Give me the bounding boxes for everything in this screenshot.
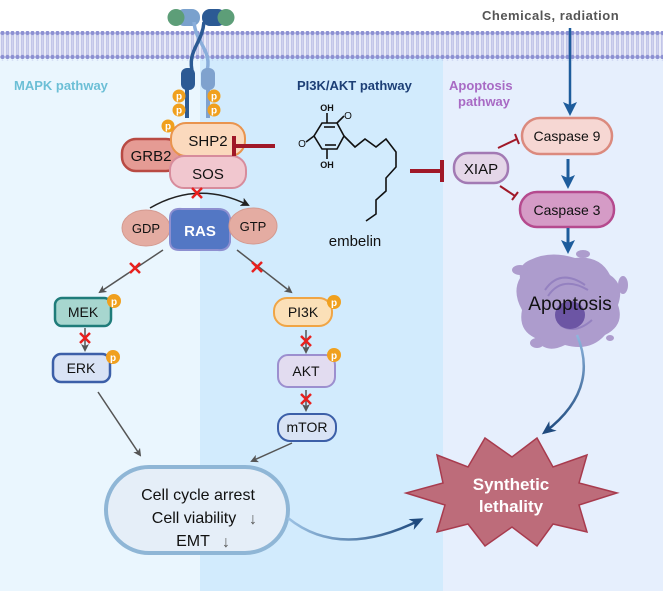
block-x-icon: [251, 261, 263, 273]
xiap-label: XIAP: [464, 161, 498, 178]
caspase9-node[interactable]: Caspase 9: [520, 116, 614, 156]
gtp-node[interactable]: GTP: [228, 207, 278, 245]
phospho-icon: p: [207, 89, 221, 103]
phospho-icon: p: [207, 103, 221, 117]
lipid-bilayer: [0, 31, 663, 61]
apoptosis-pathway-title-line1: Apoptosis: [449, 78, 513, 93]
caspase9-label: Caspase 9: [534, 128, 601, 144]
oh-top-label: OH: [320, 103, 334, 113]
akt-label: AKT: [292, 363, 320, 379]
synthetic-lethality-line2: lethality: [479, 497, 544, 516]
svg-text:p: p: [110, 353, 116, 364]
sos-node[interactable]: SOS: [169, 155, 247, 189]
shp2-label: SHP2: [188, 133, 227, 150]
outcome-lethality-arrow: [287, 517, 424, 541]
pi3k-pathway-title: PI3K/AKT pathway: [297, 78, 413, 93]
phospho-sites-receptor: p p p p: [172, 89, 221, 117]
block-x-icon: [300, 335, 312, 347]
svg-text:p: p: [211, 106, 217, 117]
emt-text: EMT: [176, 533, 210, 550]
ras-node[interactable]: RAS: [169, 207, 231, 252]
mtor-outcome-arrow: [250, 442, 293, 463]
phospho-icon: p: [106, 350, 120, 364]
svg-text:p: p: [211, 92, 217, 103]
embelin-structure: [305, 113, 397, 222]
mek-node[interactable]: MEK: [53, 296, 113, 328]
block-x-icon: [129, 262, 141, 274]
svg-text:p: p: [176, 106, 182, 117]
svg-text:p: p: [331, 351, 337, 362]
inhibition-xiap-caspase3: [499, 185, 519, 201]
apoptosis-label: Apoptosis: [528, 294, 611, 315]
stimulus-label: Chemicals, radiation: [482, 8, 619, 23]
block-x-icon: [79, 332, 91, 344]
inhibition-embelin-shp2: [232, 136, 275, 156]
xiap-node[interactable]: XIAP: [452, 151, 510, 185]
block-x-icon: [300, 393, 312, 405]
phospho-icon: p: [327, 348, 341, 362]
mapk-pathway-title: MAPK pathway: [14, 78, 109, 93]
caspase3-node[interactable]: Caspase 3: [518, 190, 616, 229]
pi3k-label: PI3K: [288, 304, 319, 320]
ras-pi3k-arrow: [236, 249, 293, 294]
erk-outcome-arrow: [97, 391, 142, 457]
gtp-label: GTP: [240, 219, 267, 234]
cellular-outcomes-box: Cell cycle arrest Cell viability ↓ EMT ↓: [104, 465, 290, 555]
phospho-icon: p: [327, 295, 341, 309]
oh-bottom-label: OH: [320, 160, 334, 170]
mek-label: MEK: [68, 304, 99, 320]
inhibition-xiap-caspase9: [497, 133, 520, 149]
erk-node[interactable]: ERK: [51, 352, 112, 384]
down-arrow-icon: ↓: [249, 511, 257, 528]
apoptosis-lethality-arrow: [541, 334, 585, 435]
apoptosis-pathway-title-line2: pathway: [458, 94, 511, 109]
phospho-icon: p: [161, 119, 175, 133]
akt-node[interactable]: AKT: [277, 354, 336, 388]
pi3k-node[interactable]: PI3K: [273, 297, 333, 327]
shp2-node[interactable]: SHP2: [170, 122, 246, 157]
svg-text:p: p: [331, 298, 337, 309]
synthetic-lethality-badge: Synthetic lethality: [403, 436, 620, 548]
svg-text:p: p: [111, 297, 117, 308]
svg-text:p: p: [165, 122, 171, 133]
cell-viability-text: Cell viability: [152, 510, 236, 527]
inhibition-embelin-xiap: [410, 160, 444, 182]
phospho-icon: p: [172, 89, 186, 103]
embelin-label: embelin: [329, 233, 382, 250]
gdp-label: GDP: [132, 221, 160, 236]
gdp-node[interactable]: GDP: [121, 209, 171, 247]
mtor-node[interactable]: mTOR: [277, 413, 337, 442]
sos-label: SOS: [192, 166, 224, 183]
block-x-icon: [191, 187, 203, 199]
o-right-label: O: [344, 111, 352, 122]
phospho-icon: p: [107, 294, 121, 308]
grb2-label: GRB2: [131, 148, 172, 165]
apoptotic-cell-icon: [512, 250, 628, 349]
synthetic-lethality-line1: Synthetic: [473, 475, 550, 494]
ras-label: RAS: [184, 223, 216, 240]
caspase3-label: Caspase 3: [534, 202, 601, 218]
o-left-label: O: [298, 139, 306, 150]
receptor-tyrosine-kinase: [167, 9, 235, 118]
phospho-icon: p: [172, 103, 186, 117]
erk-label: ERK: [67, 360, 96, 376]
extracellular-space: [0, 0, 663, 33]
down-arrow-icon: ↓: [222, 534, 230, 551]
cell-cycle-arrest-text: Cell cycle arrest: [141, 487, 255, 504]
svg-text:p: p: [176, 92, 182, 103]
mtor-label: mTOR: [287, 419, 328, 435]
